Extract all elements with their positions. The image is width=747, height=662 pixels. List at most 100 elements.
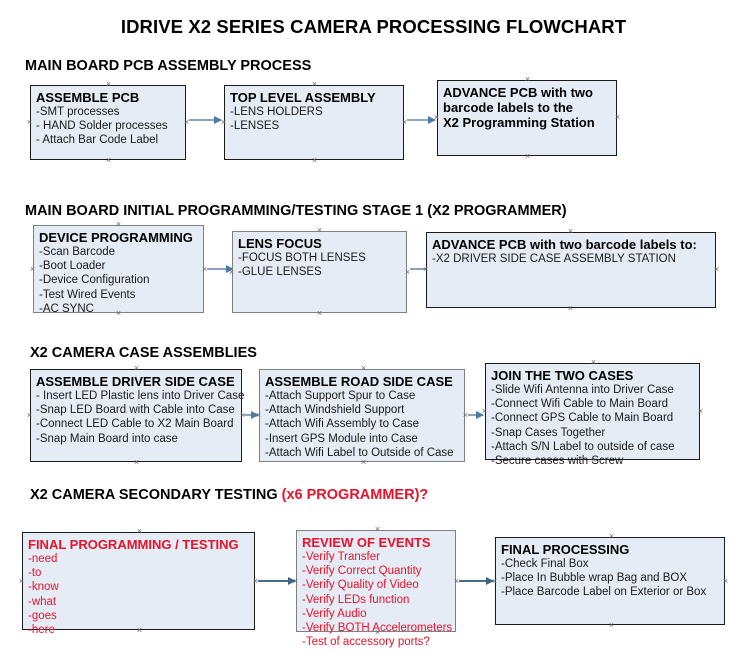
connector-arrow-4a — [258, 576, 296, 585]
handle-top-icon — [115, 221, 122, 228]
page-title: IDRIVE X2 SERIES CAMERA PROCESSING FLOWC… — [120, 16, 627, 37]
node-line: -Verify Audio — [302, 607, 367, 620]
handle-bottom-icon — [360, 459, 367, 466]
node-line: -Place In Bubble wrap Bag and BOX — [501, 572, 688, 585]
node-line: -Connect Wifi Cable to Main Board — [491, 398, 669, 411]
node-title-line-2: barcode labels to the — [443, 100, 574, 115]
node-line: - Attach Bar Code Label — [36, 134, 159, 147]
node-line: -AC SYNC — [39, 302, 94, 315]
node-review-of-events[interactable]: REVIEW OF EVENTS -Verify Transfer -Verif… — [296, 530, 456, 648]
node-device-programming[interactable]: DEVICE PROGRAMMING -Scan Barcode -Boot L… — [33, 225, 204, 315]
node-line: -need — [28, 553, 58, 565]
node-line: -Attach Windshield Support — [265, 404, 405, 417]
node-title: ADVANCE PCB with two — [443, 85, 593, 100]
handle-left-icon — [26, 119, 33, 126]
node-join-the-two-cases[interactable]: JOIN THE TWO CASES -Slide Wifi Antenna i… — [485, 363, 700, 467]
node-title: FINAL PROCESSING — [501, 542, 630, 557]
node-final-programming-testing[interactable]: FINAL PROGRAMMING / TESTING -need -to -k… — [22, 532, 255, 636]
handle-top-icon — [608, 533, 615, 540]
node-line: -LENSES — [230, 120, 280, 133]
connector-arrow-3a — [244, 410, 259, 419]
node-line: -Test Wired Events — [39, 288, 136, 301]
node-title: ASSEMBLE PCB — [36, 90, 140, 105]
node-line: -X2 DRIVER SIDE CASE ASSEMBLY STATION — [432, 253, 676, 265]
handle-bottom-icon — [133, 459, 140, 466]
connector-arrow-1a — [189, 115, 222, 124]
handle-top-icon — [524, 76, 531, 83]
section-heading-3: X2 CAMERA CASE ASSEMBLIES — [30, 345, 257, 361]
node-line: -Device Configuration — [39, 274, 150, 287]
node-assemble-driver-side-case[interactable]: ASSEMBLE DRIVER SIDE CASE - Insert LED P… — [30, 369, 245, 462]
handle-bottom-icon — [105, 157, 112, 164]
handle-right-icon — [404, 269, 411, 276]
section-heading-3-text: X2 CAMERA CASE ASSEMBLIES — [30, 345, 257, 361]
node-title: ADVANCE PCB with two barcode labels to: — [432, 237, 697, 252]
handle-left-icon — [29, 266, 36, 273]
node-line: - Insert LED Plastic lens into Driver Ca… — [36, 390, 245, 402]
node-advance-pcb-driver-side[interactable]: ADVANCE PCB with two barcode labels to: … — [426, 232, 716, 308]
node-assemble-road-side-case[interactable]: ASSEMBLE ROAD SIDE CASE -Attach Support … — [259, 369, 465, 462]
handle-right-icon — [614, 114, 621, 121]
node-line: -Snap Cases Together — [491, 426, 606, 439]
node-line: -Slide Wifi Antenna into Driver Case — [491, 384, 674, 396]
node-line: -Snap LED Board with Cable into Case — [36, 404, 235, 417]
connector-arrow-1b — [407, 115, 436, 124]
handle-top-icon — [316, 227, 323, 234]
section-heading-4: X2 CAMERA SECONDARY TESTING (x6 PROGRAMM… — [30, 487, 428, 503]
handle-left-icon — [26, 412, 33, 419]
connector-arrow-3b — [468, 410, 484, 419]
node-line: -Attach Support Spur to Case — [265, 390, 416, 402]
section-heading-4-text: X2 CAMERA SECONDARY TESTING — [30, 487, 282, 503]
node-line: -Check Final Box — [501, 558, 589, 570]
node-line: -Attach Wifi Label to Outside of Case — [265, 446, 454, 459]
node-line: -Verify Transfer — [302, 551, 380, 563]
section-heading-1: MAIN BOARD PCB ASSEMBLY PROCESS — [25, 58, 311, 74]
node-line: -Connect GPS Cable to Main Board — [491, 412, 674, 425]
node-line: -GLUE LENSES — [238, 266, 322, 279]
node-title: DEVICE PROGRAMMING — [39, 230, 193, 245]
node-line: -goes — [28, 609, 57, 622]
section-heading-2: MAIN BOARD INITIAL PROGRAMMING/TESTING S… — [25, 203, 567, 219]
node-line: -Attach S/N Label to outside of case — [491, 440, 675, 453]
node-line: -Snap Main Board into case — [36, 432, 178, 445]
handle-top-icon — [567, 228, 574, 235]
handle-top-icon — [105, 81, 112, 88]
node-line: -Scan Barcode — [39, 246, 116, 258]
handle-bottom-icon — [567, 305, 574, 312]
node-line: -Verify BOTH Accelerometers — [302, 622, 453, 635]
node-line: -Boot Loader — [39, 260, 106, 273]
node-line: -know — [28, 581, 59, 594]
node-line: -here — [28, 624, 55, 637]
handle-left-icon — [18, 578, 25, 585]
node-title: TOP LEVEL ASSEMBLY — [230, 90, 376, 105]
node-final-processing[interactable]: FINAL PROCESSING -Check Final Box -Place… — [495, 537, 725, 625]
handle-bottom-icon — [608, 622, 615, 629]
node-title: LENS FOCUS — [238, 236, 322, 251]
section-heading-1-text: MAIN BOARD PCB ASSEMBLY PROCESS — [25, 58, 312, 74]
handle-bottom-icon — [524, 153, 531, 160]
handle-top-icon — [136, 528, 143, 535]
node-top-level-assembly[interactable]: TOP LEVEL ASSEMBLY -LENS HOLDERS -LENSES — [224, 85, 404, 160]
node-assemble-pcb[interactable]: ASSEMBLE PCB -SMT processes - HAND Solde… — [30, 85, 186, 160]
node-line: - HAND Solder processes — [36, 120, 168, 133]
connector-arrow-2a — [207, 264, 234, 273]
node-line-overflow: -Test of accessory ports? — [302, 636, 430, 649]
node-line: -Place Barcode Label on Exterior or Box — [501, 586, 707, 599]
handle-top-icon — [133, 365, 140, 372]
node-line: -to — [28, 567, 42, 580]
node-title: ASSEMBLE ROAD SIDE CASE — [265, 374, 453, 389]
handle-bottom-icon — [311, 157, 318, 164]
connector-arrow-4b — [459, 576, 494, 585]
node-title-line-3: X2 Programming Station — [443, 115, 595, 130]
handle-top-icon — [311, 81, 318, 88]
node-line: -SMT processes — [36, 106, 120, 118]
node-line: -Insert GPS Module into Case — [265, 432, 418, 445]
handle-right-icon — [697, 408, 704, 415]
node-title: REVIEW OF EVENTS — [302, 535, 431, 550]
node-lens-focus[interactable]: LENS FOCUS -FOCUS BOTH LENSES -GLUE LENS… — [232, 231, 407, 313]
section-heading-2-text: MAIN BOARD INITIAL PROGRAMMING/TESTING S… — [25, 203, 567, 219]
node-title: JOIN THE TWO CASES — [491, 368, 634, 383]
handle-top-icon — [360, 365, 367, 372]
node-advance-pcb-station[interactable]: ADVANCE PCB with two barcode labels to t… — [437, 80, 617, 156]
